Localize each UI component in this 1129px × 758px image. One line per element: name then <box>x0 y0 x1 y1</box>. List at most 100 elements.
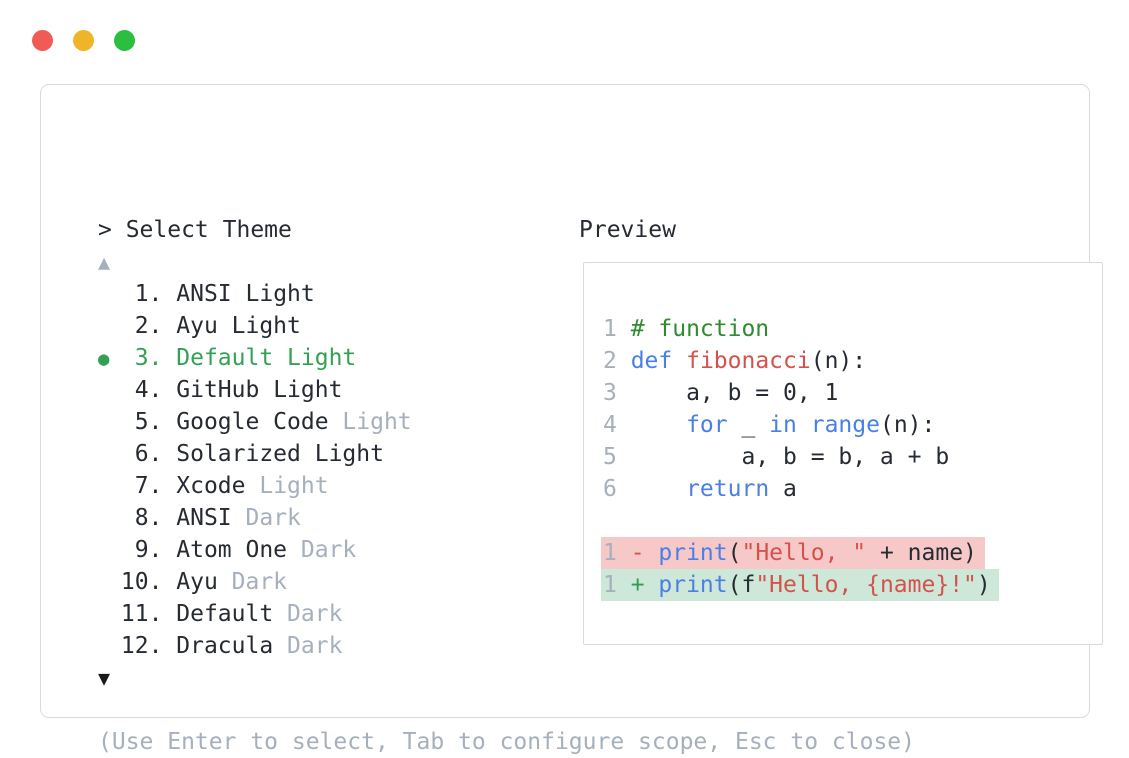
theme-variant: Light <box>342 409 412 435</box>
diff-highlight-removed: 1-print("Hello, " + name) <box>601 537 985 569</box>
theme-name: Google Code Light <box>176 409 412 435</box>
code-token: "Hello, " <box>741 540 867 566</box>
theme-variant: Dark <box>300 537 357 563</box>
theme-item-ansi-light[interactable]: 1. ANSI Light <box>98 278 412 310</box>
blank-line <box>603 505 1102 537</box>
close-button[interactable] <box>32 30 53 51</box>
theme-number: 6. <box>134 441 163 467</box>
code-token: for <box>686 412 728 438</box>
theme-name: Default Dark <box>176 601 343 627</box>
theme-number: 12. <box>120 633 163 659</box>
theme-name: Atom One Dark <box>176 537 357 563</box>
code-line: 3 a, b = 0, 1 <box>603 377 1102 409</box>
selected-indicator-icon: ● <box>98 348 110 370</box>
theme-item-xcode-light[interactable]: 7. Xcode Light <box>98 470 412 502</box>
theme-variant: Dark <box>287 633 343 659</box>
theme-variant: Dark <box>245 505 301 531</box>
code-line: 1 # function <box>603 313 1102 345</box>
code-line: 4 for _ in range(n): <box>603 409 1102 441</box>
theme-variant: Light <box>314 441 384 467</box>
code-token <box>797 412 811 438</box>
theme-variant: Dark <box>287 601 343 627</box>
theme-picker-dialog: > Select Theme ▲ 1. ANSI Light 2. Ayu Light… <box>40 84 1103 755</box>
code-token: "Hello, {name}!" <box>755 572 977 598</box>
code-token: return <box>686 476 770 502</box>
theme-item-default-dark[interactable]: 11.Default Dark <box>98 598 412 630</box>
code-token: _ <box>727 412 770 438</box>
code-token: ( <box>727 540 742 566</box>
theme-variant: Light <box>259 473 329 499</box>
theme-item-ayu-light[interactable]: 2. Ayu Light <box>98 310 412 342</box>
theme-item-ansi-dark[interactable]: 8. ANSI Dark <box>98 502 412 534</box>
code-token: a, b = b, a + b <box>630 444 950 470</box>
theme-number: 2. <box>134 313 163 339</box>
scroll-down-icon[interactable]: ▼ <box>98 666 111 690</box>
theme-variant: Light <box>245 281 315 307</box>
diff-minus-sign: - <box>630 540 645 566</box>
line-number: 1 <box>603 540 617 566</box>
code-token: print <box>658 540 728 566</box>
theme-item-atom-one-dark[interactable]: 9. Atom One Dark <box>98 534 412 566</box>
diff-line-added: 1+print(f"Hello, {name}!") <box>601 569 1102 601</box>
theme-number: 1. <box>134 281 163 307</box>
theme-item-github-light[interactable]: 4. GitHub Light <box>98 374 412 406</box>
theme-name: ANSI Dark <box>176 505 301 531</box>
theme-item-ayu-dark[interactable]: 10. Ayu Dark <box>98 566 412 598</box>
theme-item-solarized-light[interactable]: 6. Solarized Light <box>98 438 412 470</box>
keyboard-hint: (Use Enter to select, Tab to configure s… <box>98 729 915 755</box>
theme-name: Ayu Light <box>176 313 301 339</box>
theme-item-default-light[interactable]: ● 3. Default Light <box>98 342 412 374</box>
theme-variant: Light <box>231 313 301 339</box>
preview-title: Preview <box>579 217 676 243</box>
window-controls <box>32 30 135 51</box>
diff-line-removed: 1-print("Hello, " + name) <box>601 537 1102 569</box>
code-line: 6 return a <box>603 473 1102 505</box>
line-number: 1 <box>603 572 617 598</box>
theme-name: GitHub Light <box>176 377 343 403</box>
theme-name: Default Light <box>176 345 357 371</box>
theme-item-dracula-dark[interactable]: 12. Dracula Dark <box>98 630 412 662</box>
theme-name: Ayu Dark <box>176 569 288 595</box>
code-token: + name) <box>866 540 977 566</box>
code-token: print <box>658 572 728 598</box>
theme-number: 3. <box>134 345 163 371</box>
theme-name: Dracula Dark <box>176 633 343 659</box>
theme-item-google-code-light[interactable]: 5. Google Code Light <box>98 406 412 438</box>
minimize-button[interactable] <box>73 30 94 51</box>
line-number: 1 <box>603 316 617 342</box>
code-token: in <box>769 412 797 438</box>
scroll-up-icon[interactable]: ▲ <box>98 250 111 274</box>
theme-variant: Light <box>287 345 357 371</box>
theme-name: Solarized Light <box>176 441 384 467</box>
code-token: a, b = 0, 1 <box>630 380 839 406</box>
line-number: 2 <box>603 348 617 374</box>
theme-number: 5. <box>134 409 163 435</box>
theme-name: Xcode Light <box>176 473 329 499</box>
theme-number: 4. <box>134 377 163 403</box>
theme-number: 10. <box>120 569 163 595</box>
theme-variant: Light <box>273 377 343 403</box>
code-token: (f <box>727 572 756 598</box>
theme-number: 7. <box>134 473 163 499</box>
theme-number: 9. <box>134 537 163 563</box>
code-token <box>672 348 686 374</box>
code-token: def <box>630 348 673 374</box>
code-token: range <box>810 412 880 438</box>
code-token: (n): <box>879 412 936 438</box>
code-token <box>631 476 686 502</box>
code-token: a <box>769 476 797 502</box>
line-number: 6 <box>603 476 617 502</box>
theme-name: ANSI Light <box>176 281 315 307</box>
theme-number: 8. <box>134 505 163 531</box>
zoom-button[interactable] <box>114 30 135 51</box>
line-number: 3 <box>603 380 617 406</box>
diff-plus-sign: + <box>630 572 645 598</box>
theme-variant: Dark <box>231 569 288 595</box>
code-token: # function <box>630 316 770 342</box>
theme-picker-column: > Select Theme ▲ 1. ANSI Light 2. Ayu Light… <box>98 214 412 694</box>
picker-prompt: > Select Theme <box>98 217 292 243</box>
